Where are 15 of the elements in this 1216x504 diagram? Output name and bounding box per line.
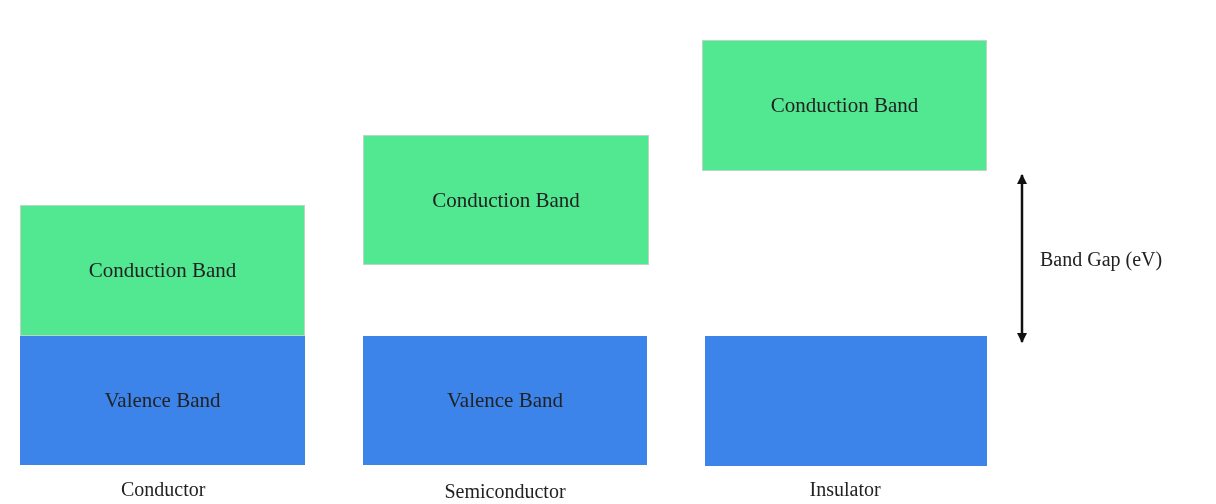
band-label: Conduction Band (88, 258, 237, 283)
band-label: Conduction Band (432, 187, 580, 213)
band-gap-label: Band Gap (eV) (1040, 248, 1163, 271)
material-caption: Semiconductor (444, 480, 566, 503)
material-caption: Conductor (121, 478, 206, 501)
band-label: Valence Band (104, 388, 221, 413)
conduction-band-box (20, 205, 305, 336)
valence-band-box (363, 336, 647, 465)
band-box (705, 336, 987, 466)
conduction-band-box (363, 135, 649, 265)
valence-band-box (20, 336, 305, 465)
conduction-band-box (702, 40, 987, 171)
material-caption: Insulator (809, 478, 881, 501)
band-label: Conduction Band (770, 93, 919, 118)
band-label: Valence Band (446, 388, 563, 413)
